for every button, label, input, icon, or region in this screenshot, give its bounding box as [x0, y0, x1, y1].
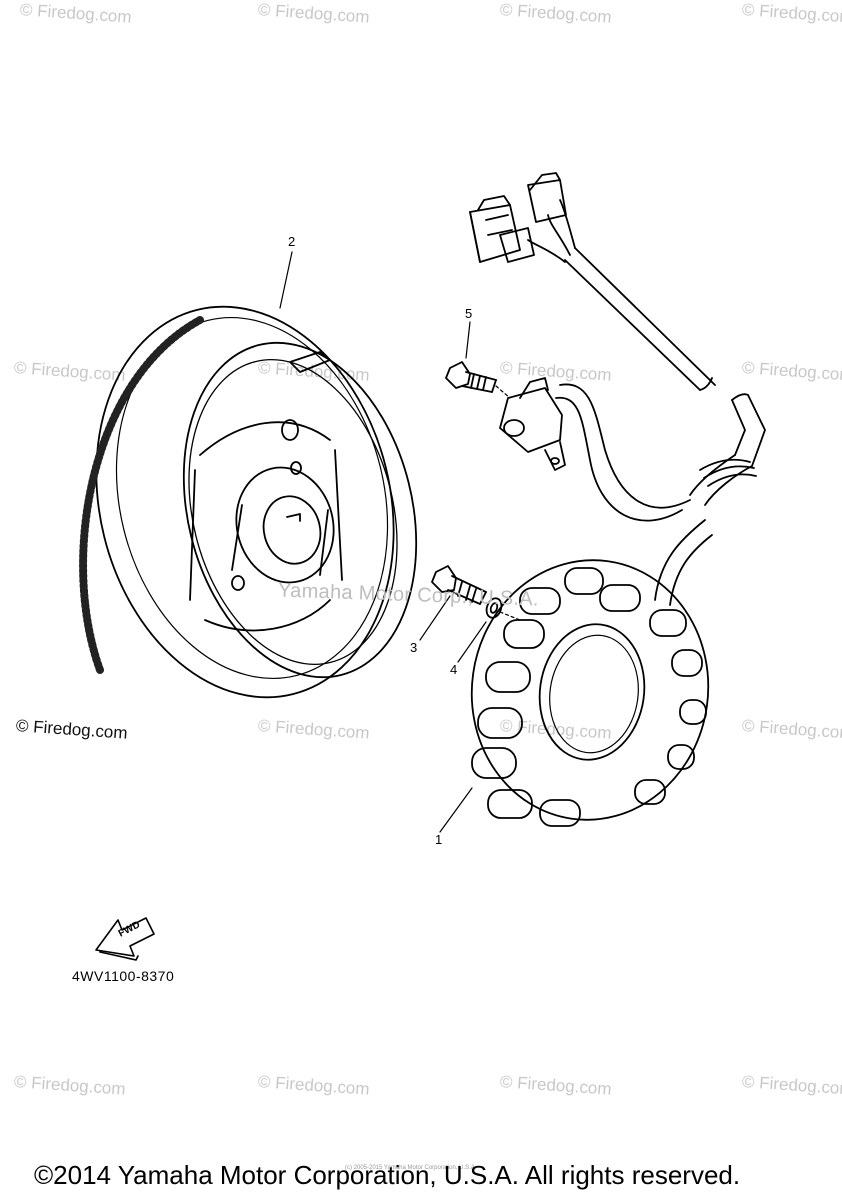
callout-2: 2	[288, 234, 296, 249]
callout-4: 4	[450, 662, 458, 677]
tiny-copyright-notice: (c) 2005-2015 Yamaha Motor Corporation, …	[345, 1165, 477, 1171]
fwd-arrow-icon	[95, 917, 155, 961]
pickup-coil	[499, 377, 566, 471]
leader-lines	[279, 251, 487, 833]
screw-part-5	[445, 361, 511, 399]
diagram-part-code: 4WV1100-8370	[72, 968, 175, 984]
callout-3: 3	[410, 640, 418, 655]
wire-connectors	[469, 172, 567, 263]
callout-1: 1	[435, 832, 443, 847]
callout-5: 5	[465, 306, 473, 321]
copyright-footer: ©2014 Yamaha Motor Corporation, U.S.A. A…	[34, 1160, 741, 1190]
stator-coil	[470, 519, 713, 827]
screw-part-3	[431, 565, 487, 605]
washer-part-4	[485, 597, 521, 621]
flywheel-rotor	[79, 305, 418, 699]
wire-harness	[527, 199, 766, 522]
